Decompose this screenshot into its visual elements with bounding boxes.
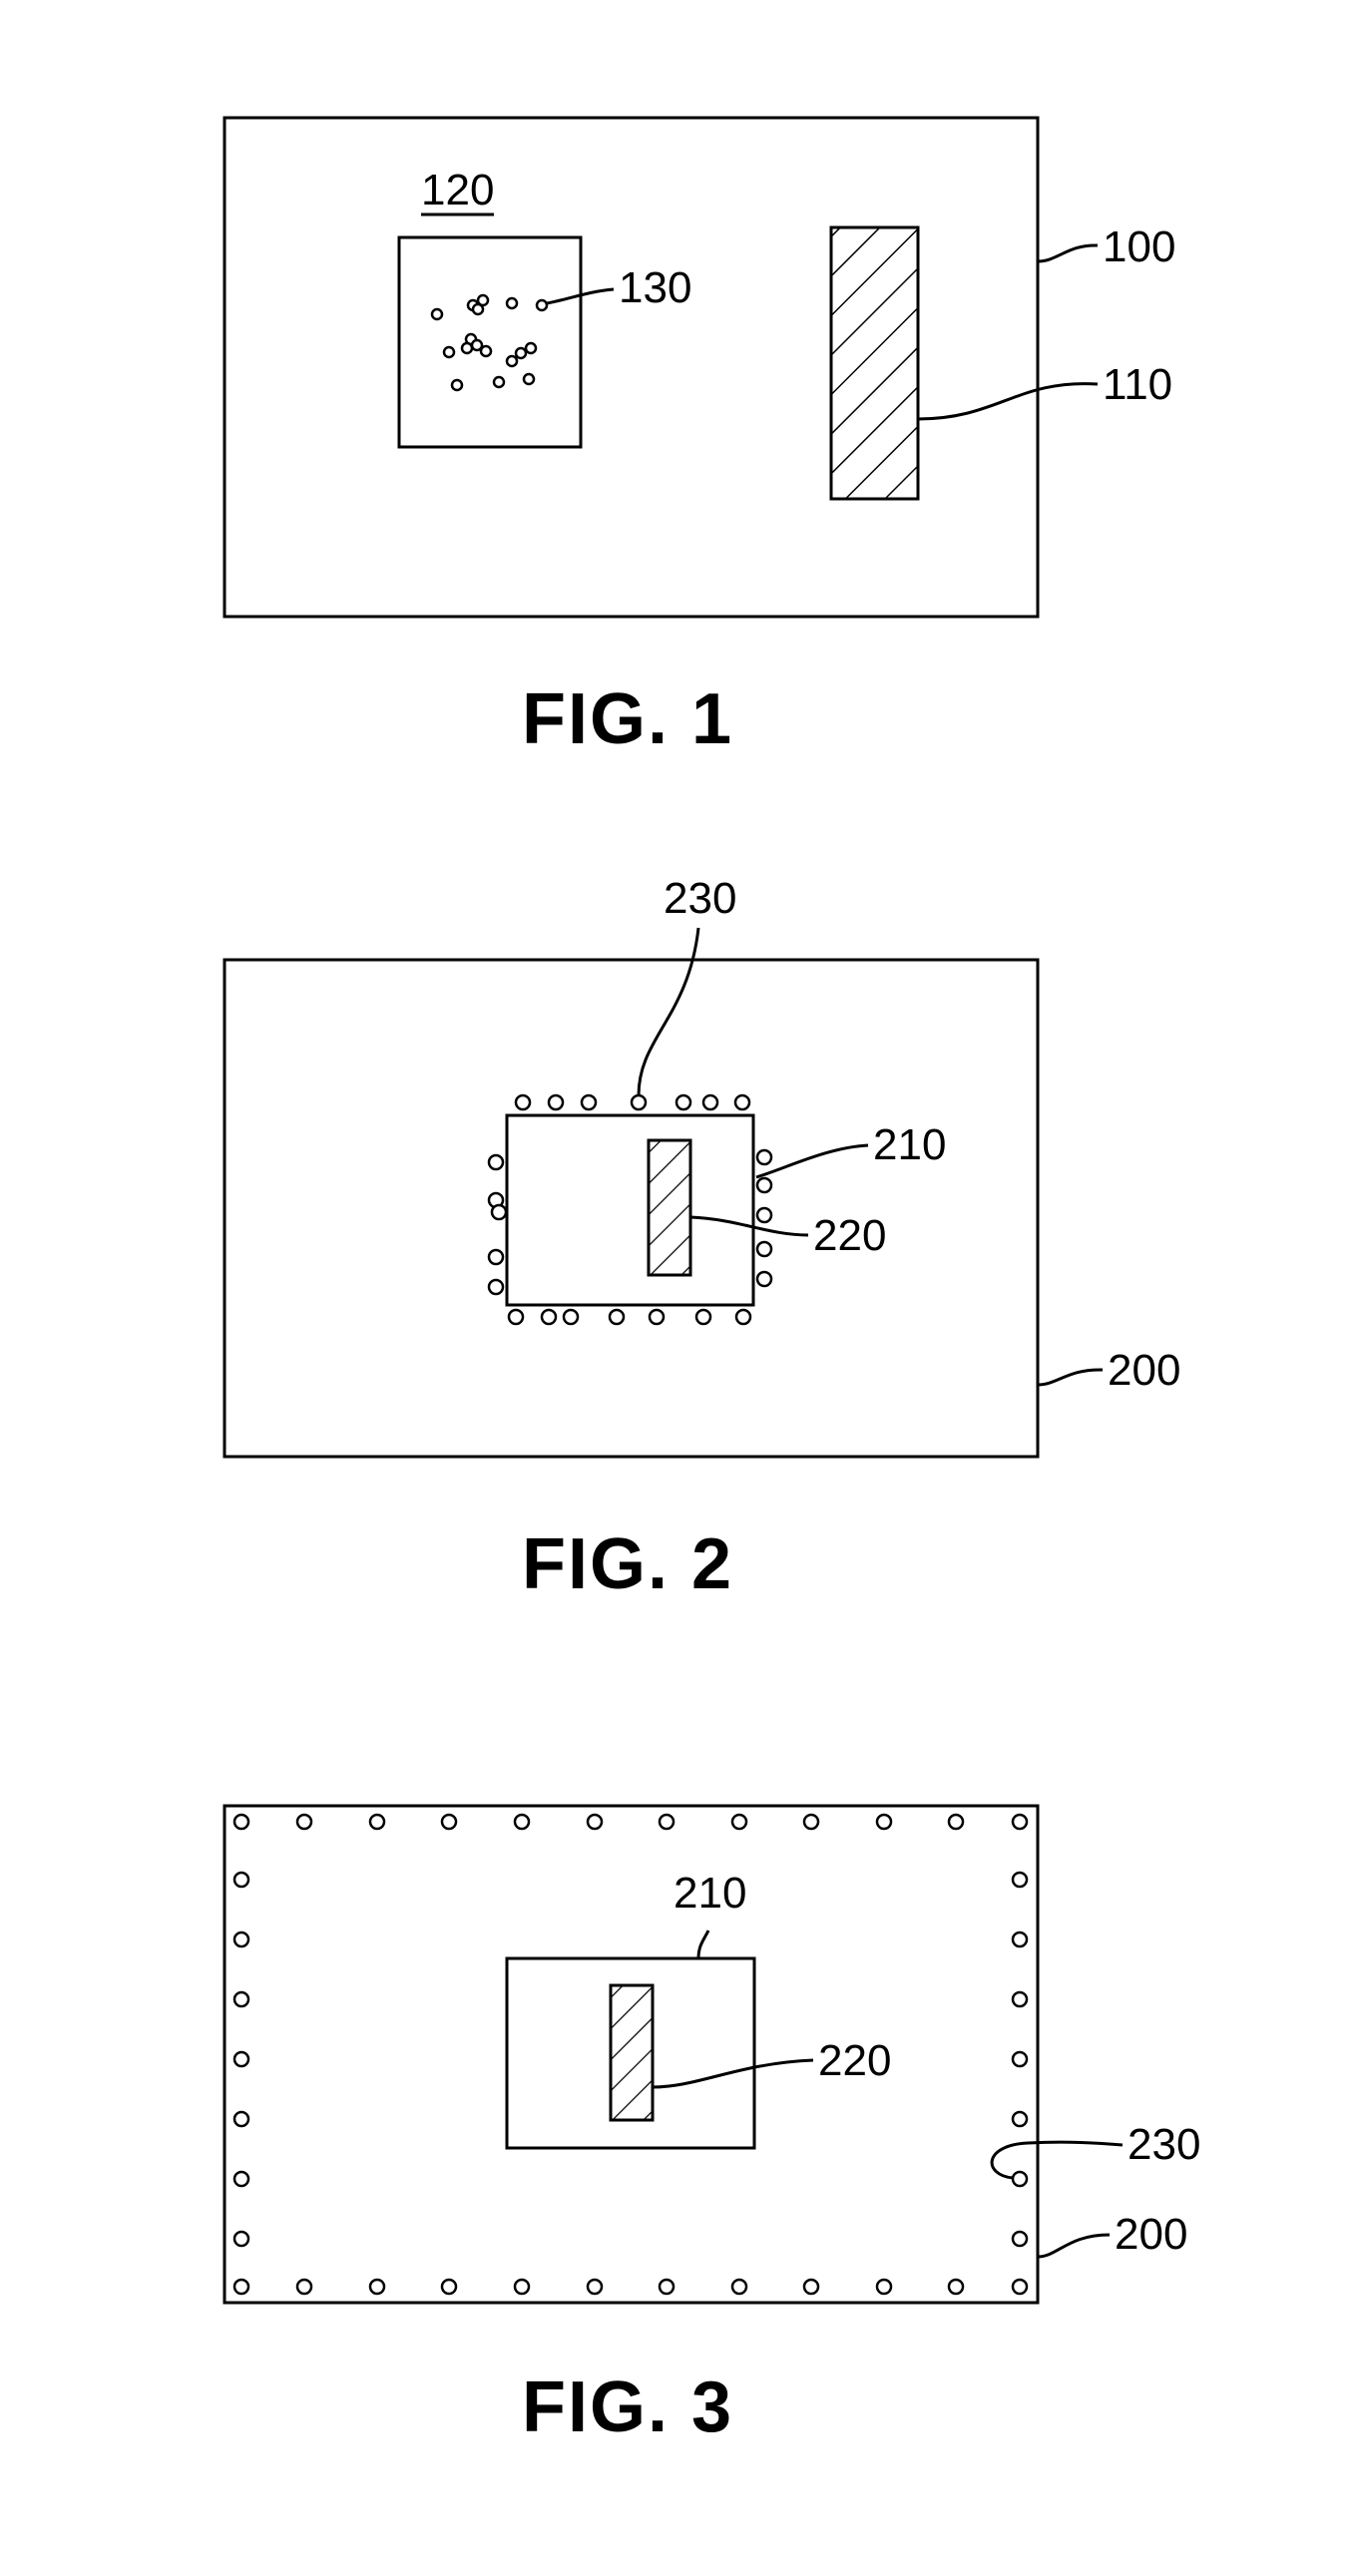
caption-fig-1: FIG. 1 bbox=[522, 679, 733, 759]
label-130: 130 bbox=[619, 263, 691, 312]
caption-fig-2: FIG. 2 bbox=[522, 1524, 733, 1604]
figure-1: 120 130 110 100 FIG. 1 bbox=[225, 118, 1175, 759]
leader-200 bbox=[1038, 1370, 1103, 1385]
label-100: 100 bbox=[1103, 222, 1175, 271]
caption-fig-3: FIG. 3 bbox=[522, 2367, 733, 2447]
leader-200 bbox=[1038, 2235, 1110, 2257]
hatched-pattern-110 bbox=[831, 227, 918, 499]
leader-100 bbox=[1038, 245, 1098, 261]
label-220: 220 bbox=[818, 2036, 891, 2085]
region-120 bbox=[399, 237, 581, 447]
label-200: 200 bbox=[1108, 1346, 1180, 1395]
figure-2: 230 210 220 200 FIG. 2 bbox=[225, 874, 1180, 1604]
label-220: 220 bbox=[813, 1211, 886, 1260]
label-230: 230 bbox=[664, 874, 736, 923]
label-210: 210 bbox=[674, 1869, 746, 1918]
label-120: 120 bbox=[421, 166, 494, 215]
figure-3: 210 220 230 200 FIG. 3 bbox=[225, 1806, 1200, 2447]
region-210 bbox=[507, 1115, 753, 1305]
label-230: 230 bbox=[1128, 2120, 1200, 2169]
label-110: 110 bbox=[1103, 360, 1172, 409]
hatched-pattern-220 bbox=[649, 1140, 690, 1275]
hatched-pattern-220 bbox=[611, 1985, 653, 2120]
label-200: 200 bbox=[1115, 2210, 1187, 2259]
label-210: 210 bbox=[873, 1120, 946, 1169]
